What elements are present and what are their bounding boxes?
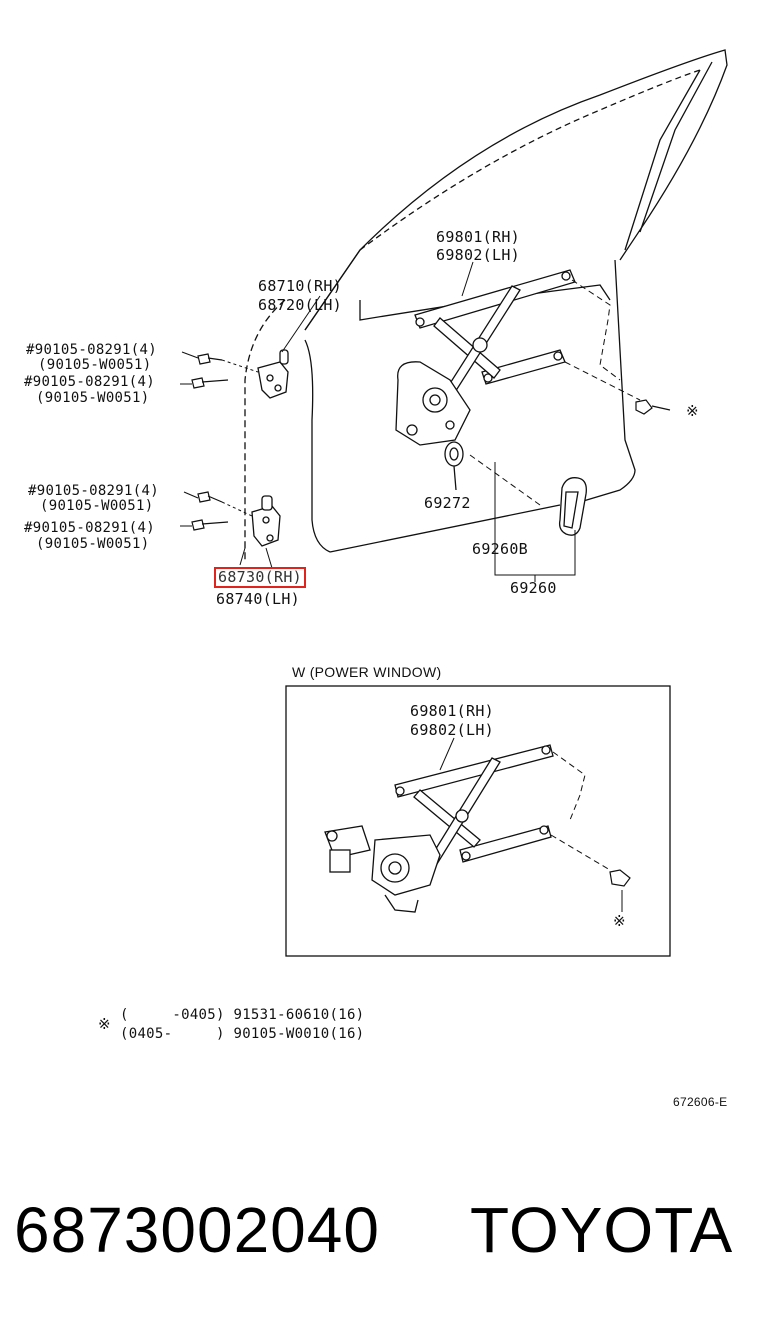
- hinge-bolts: [191, 353, 229, 531]
- asterisk-mark-upper: ※: [686, 402, 699, 420]
- power-window-callout-rh: 69801(RH): [410, 702, 494, 720]
- window-channel-2: [639, 61, 713, 233]
- callout-lower-hinge-lh: 68740(LH): [216, 590, 300, 608]
- callout-washer: 69272: [424, 494, 471, 512]
- door-frame-outline: [304, 49, 728, 331]
- washer-69272: [444, 441, 464, 491]
- callout-bolt-lower-b-2: (90105-W0051): [36, 536, 150, 552]
- callout-upper-hinge-lh: 68720(LH): [258, 296, 342, 314]
- callout-bolt-lower-a-1: #90105-08291(4): [28, 483, 159, 499]
- upper-hinge: [257, 349, 289, 399]
- door-frame-inner: [359, 69, 701, 251]
- note-row-1: ( -0405) 91531-60610(16): [120, 1007, 365, 1023]
- lower-hinge: [251, 495, 281, 547]
- note-symbol: ※: [98, 1015, 111, 1033]
- part-number: 6873002040: [14, 1194, 380, 1266]
- callout-regulator-rh: 69801(RH): [436, 228, 520, 246]
- window-channel: [624, 69, 701, 251]
- callout-bolt-upper-a-1: #90105-08291(4): [26, 342, 157, 358]
- window-handle: [558, 477, 587, 536]
- callout-bolt-upper-b-1: #90105-08291(4): [24, 374, 155, 390]
- callout-bolt-lower-b-1: #90105-08291(4): [24, 520, 155, 536]
- callout-handle-b: 69260B: [472, 540, 528, 558]
- glass-line: [304, 249, 361, 331]
- asterisk-mark-power-window: ※: [613, 912, 626, 930]
- brand-name: TOYOTA: [470, 1194, 734, 1266]
- window-regulator: [395, 269, 576, 446]
- regulator-screw: [635, 399, 671, 415]
- callout-bolt-upper-b-2: (90105-W0051): [36, 390, 150, 406]
- power-window-box: [285, 685, 671, 957]
- power-window-screw: [609, 869, 631, 887]
- power-window-callout-lh: 69802(LH): [410, 721, 494, 739]
- power-window-title: W (POWER WINDOW): [292, 664, 442, 680]
- callout-lower-hinge-rh-highlighted[interactable]: 68730(RH): [214, 567, 306, 588]
- hinge-line: [244, 299, 286, 560]
- power-window-regulator: [324, 744, 554, 913]
- callout-handle: 69260: [510, 579, 557, 597]
- note-row-2: (0405- ) 90105-W0010(16): [120, 1026, 365, 1042]
- door-bottom-edge: [329, 259, 636, 553]
- door-body-outline: [304, 339, 331, 553]
- callout-regulator-lh: 69802(LH): [436, 246, 520, 264]
- callout-bolt-upper-a-2: (90105-W0051): [38, 357, 152, 373]
- regulator-leader: [461, 261, 474, 297]
- callout-upper-hinge-rh: 68710(RH): [258, 277, 342, 295]
- callout-bolt-lower-a-2: (90105-W0051): [40, 498, 154, 514]
- illustration-code: 672606-E: [673, 1095, 728, 1109]
